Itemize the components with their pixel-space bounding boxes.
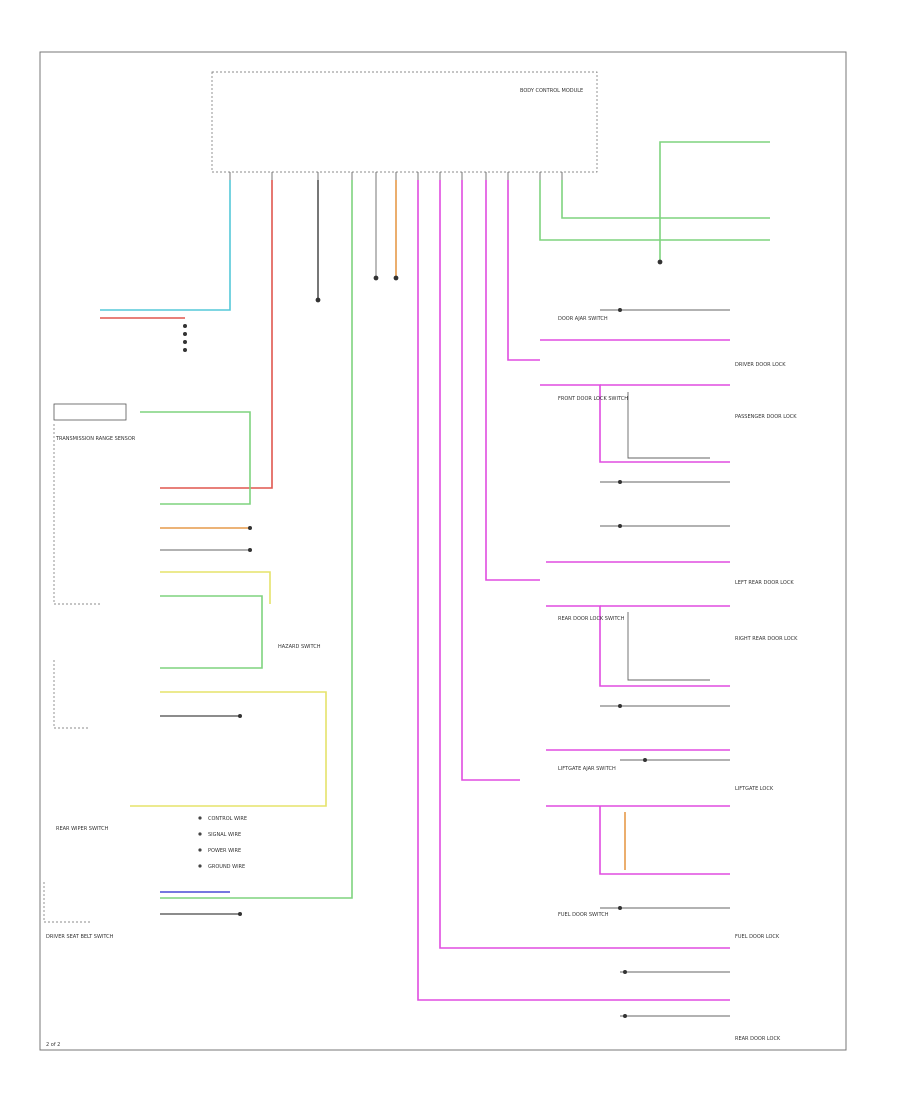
hazard-bracket <box>53 660 90 729</box>
right-gray-lines <box>600 309 730 1017</box>
connector-label: LIFTGATE LOCK <box>735 786 774 792</box>
red-wire <box>160 180 273 489</box>
trs-box <box>53 403 127 421</box>
bcm-title: BODY CONTROL MODULE <box>520 88 583 94</box>
switch-label: FUEL DOOR SWITCH <box>558 912 609 918</box>
green-wire-right-3 <box>659 141 770 262</box>
green-wire-right-1 <box>539 180 770 241</box>
center-module-label: HAZARD SWITCH <box>278 644 321 650</box>
bcm-pins <box>229 172 563 180</box>
magenta-wire-2 <box>439 180 730 949</box>
switch-label: DOOR AJAR SWITCH <box>558 316 608 322</box>
cyan-wire <box>100 180 231 311</box>
rear-switch-label: REAR WIPER SWITCH <box>56 826 109 832</box>
legend: CONTROL WIRE SIGNAL WIRE POWER WIRE GROU… <box>198 816 247 870</box>
legend-item: POWER WIRE <box>208 848 241 854</box>
legend-item: SIGNAL WIRE <box>208 832 241 838</box>
switch-label: REAR DOOR LOCK SWITCH <box>558 616 625 622</box>
diagram-frame <box>39 51 847 1051</box>
magenta-branches <box>540 339 730 875</box>
yellow-left-2 <box>130 691 327 807</box>
magenta-wire-1 <box>417 180 730 1001</box>
connector-label: PASSENGER DOOR LOCK <box>735 414 797 420</box>
switch-label: LIFTGATE AJAR SWITCH <box>558 766 616 772</box>
connector-label: LEFT REAR DOOR LOCK <box>735 580 794 586</box>
legend-item: CONTROL WIRE <box>208 816 247 822</box>
green-wire-long <box>160 180 353 899</box>
connector-label: REAR DOOR LOCK <box>735 1036 781 1042</box>
right-connector-labels: DRIVER DOOR LOCK PASSENGER DOOR LOCK LEF… <box>735 362 798 1042</box>
trs-bracket <box>53 424 100 605</box>
page-ref: 2 of 2 <box>46 1042 60 1048</box>
magenta-wire-3 <box>461 180 520 781</box>
magenta-wire-4 <box>485 180 540 581</box>
connector-label: RIGHT REAR DOOR LOCK <box>735 636 798 642</box>
green-wire-right-2 <box>561 180 770 219</box>
switch-label-group: DOOR AJAR SWITCH FRONT DOOR LOCK SWITCH … <box>558 316 628 918</box>
green-left-1 <box>140 411 251 505</box>
left-module-label: TRANSMISSION RANGE SENSOR <box>55 436 136 442</box>
seat-bracket <box>43 882 90 923</box>
green-left-2 <box>160 595 263 669</box>
seat-belt-label: DRIVER SEAT BELT SWITCH <box>46 934 114 940</box>
connector-label: DRIVER DOOR LOCK <box>735 362 786 368</box>
connector-label: FUEL DOOR LOCK <box>735 934 780 940</box>
yellow-left-1 <box>160 571 271 604</box>
ground-symbols <box>183 259 663 1018</box>
switch-label: FRONT DOOR LOCK SWITCH <box>558 396 628 402</box>
legend-item: GROUND WIRE <box>208 864 245 870</box>
magenta-wire-5 <box>507 180 540 361</box>
bcm-box <box>211 71 598 173</box>
